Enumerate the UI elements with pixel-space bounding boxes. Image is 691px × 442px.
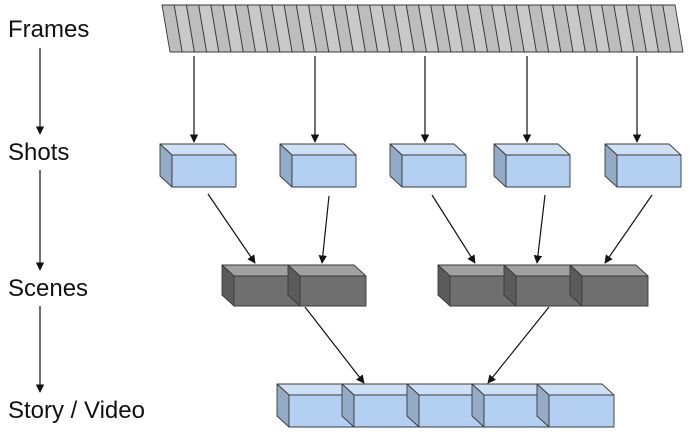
story-block	[536, 383, 615, 428]
scenes-row	[221, 264, 649, 307]
shot-block-front	[291, 154, 357, 188]
story-block-top	[536, 383, 615, 396]
shot-block-top	[389, 143, 467, 156]
shots-label: Shots	[8, 139, 69, 166]
scene-group	[437, 264, 649, 307]
shot-block-front	[171, 154, 237, 188]
shot-to-scene-arrow	[533, 194, 546, 264]
scene-to-story-arrow	[304, 306, 365, 384]
frame-to-shot-arrows	[189, 56, 642, 143]
frame	[662, 4, 684, 53]
shot-block	[604, 143, 682, 188]
scene-to-story-arrow	[487, 306, 550, 384]
shot-to-scene-arrow	[207, 193, 256, 264]
shot-block-front	[505, 154, 571, 188]
shot-block	[159, 143, 237, 188]
scene-block-front	[299, 275, 367, 307]
shot-block	[389, 143, 467, 188]
shot-block-front	[401, 154, 467, 188]
shots-row	[159, 143, 682, 188]
shot-to-scene-arrow	[604, 194, 653, 264]
story-block	[341, 383, 420, 428]
frames-label: Frames	[8, 16, 89, 43]
shot-block	[493, 143, 571, 188]
scene-block-front	[581, 275, 649, 307]
shot-to-scene-arrows	[207, 193, 653, 264]
scene-to-story-arrows	[304, 306, 550, 384]
shot-block-top	[159, 143, 237, 156]
scene-group	[221, 264, 367, 307]
shot-block-top	[279, 143, 357, 156]
scene-block	[569, 264, 649, 307]
shot-to-scene-arrow	[318, 195, 330, 264]
story-block	[406, 383, 485, 428]
shot-to-scene-arrow	[431, 194, 476, 264]
shot-block-top	[493, 143, 571, 156]
scenes-label: Scenes	[8, 275, 88, 302]
scene-block	[221, 264, 301, 307]
story-block	[471, 383, 550, 428]
scene-block-top	[569, 264, 649, 277]
scene-block-top	[287, 264, 367, 277]
shot-block	[279, 143, 357, 188]
story-video-label: Story / Video	[8, 397, 145, 424]
story-video-row	[276, 383, 615, 428]
scene-block	[287, 264, 367, 307]
frames-strip	[161, 4, 684, 53]
shot-block-front	[616, 154, 682, 188]
story-block-front	[548, 394, 615, 428]
shot-block-top	[604, 143, 682, 156]
